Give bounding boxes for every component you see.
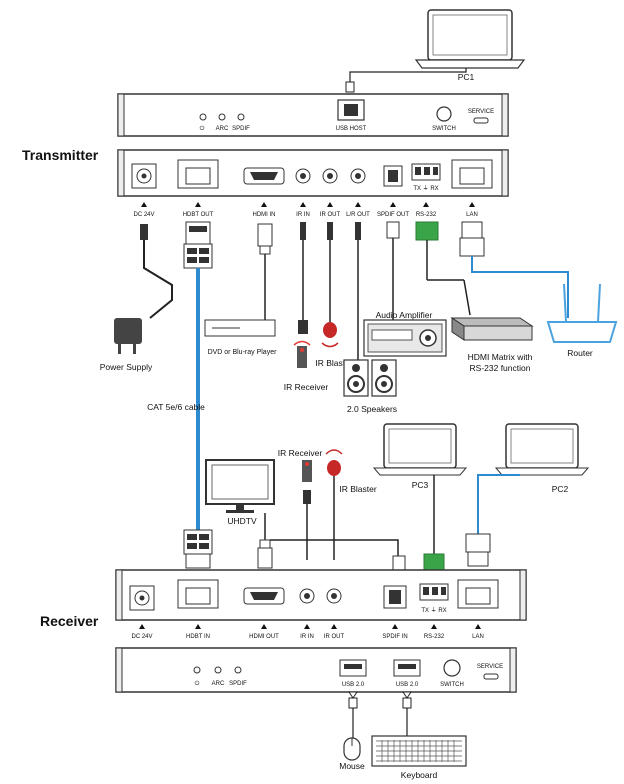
power-supply-icon: [114, 224, 173, 354]
hdbt-tx-connector-icon: [183, 221, 213, 269]
spdif-led-icon: [237, 113, 245, 121]
pc3-laptop: [372, 423, 468, 476]
router-icon: [546, 283, 618, 343]
cat-cable-label: CAT 5e/6 cable: [147, 402, 205, 412]
pc2-label: PC2: [552, 484, 569, 494]
transmitter-heading: Transmitter: [22, 147, 99, 163]
ir-in-tx-cable: [298, 222, 308, 334]
tx-front-arc: ARC: [216, 126, 229, 132]
hdmi-matrix-label-2: RS-232 function: [470, 363, 531, 373]
ir-blaster-rx-label: IR Blaster: [339, 484, 376, 494]
rx-front-switch: SWITCH: [440, 682, 464, 688]
lan-rx-cable: [465, 474, 520, 567]
hdmi-matrix-label-1: HDMI Matrix with: [468, 352, 533, 362]
rs232-tx-cable: [415, 221, 471, 316]
spdif-out-cable: [386, 221, 400, 320]
rx-front-usb2: USB 2.0: [396, 682, 419, 688]
tx-front-switch: SWITCH: [432, 126, 456, 132]
rx-service-port-icon: [483, 673, 499, 680]
tx-back-spdif-out: SPDIF OUT: [377, 212, 409, 218]
rx-back-dc: DC 24V: [131, 634, 152, 640]
rx-back-lan: LAN: [472, 634, 484, 640]
receiver-back-panel: [115, 569, 527, 621]
tx-back-ir-out: IR OUT: [320, 212, 341, 218]
uhdtv-label: UHDTV: [227, 516, 257, 526]
rx-power-led-icon: [193, 666, 201, 674]
hdmi-tx-cable: [257, 223, 273, 320]
ir-receiver-tx-label: IR Receiver: [284, 382, 329, 392]
rx-back-txrx: TX ⏚ RX: [421, 607, 446, 614]
rx-spdif-led-icon: [234, 666, 242, 674]
transmitter-back-panel: [117, 149, 509, 197]
tx-back-hdmi: HDMI IN: [253, 212, 276, 218]
hdmi-rx-cable: [257, 513, 273, 569]
tx-back-rs232: RS-232: [416, 212, 437, 218]
pc1-laptop: [414, 9, 526, 69]
router-label: Router: [567, 348, 593, 358]
ir-out-tx-cable: [321, 222, 339, 348]
mouse-icon: [343, 737, 361, 761]
audio-amplifier-label: Audio Amplifier: [376, 310, 433, 320]
keyboard-cable: [402, 691, 412, 736]
rx-switch-button-icon: [443, 659, 461, 677]
pc3-label: PC3: [412, 480, 429, 490]
rx-back-ir-out: IR OUT: [324, 634, 345, 640]
rx-back-spdif-in: SPDIF IN: [382, 634, 407, 640]
transmitter-front-panel: ⏻: [117, 93, 509, 137]
hdbt-rx-connector-icon: [183, 529, 213, 569]
receiver-heading: Receiver: [40, 613, 99, 629]
rx-back-hdmi: HDMI OUT: [249, 634, 279, 640]
rx-front-arc: ARC: [212, 681, 225, 687]
uhdtv-icon: [205, 459, 275, 513]
tx-back-lr-out: L/R OUT: [346, 212, 370, 218]
audio-amplifier-icon: [363, 319, 447, 357]
keyboard-icon: [371, 735, 467, 767]
power-supply-label: Power Supply: [100, 362, 153, 372]
pc1-label: PC1: [458, 72, 475, 82]
usb-cable-pc1: [349, 68, 467, 82]
svg-text:⏻: ⏻: [195, 680, 200, 687]
rx-back-rs232: RS-232: [424, 634, 445, 640]
tx-front-usb-host: USB HOST: [336, 126, 367, 132]
receiver-front-panel: ⏻: [115, 647, 517, 693]
tx-front-spdif: SPDIF: [232, 126, 250, 132]
rx-front-service: SERVICE: [477, 664, 503, 670]
usb-plug-icon: [345, 81, 355, 93]
rx-back-hdbt: HDBT IN: [186, 634, 210, 640]
ir-receiver-rx-label: IR Receiver: [278, 448, 323, 458]
lr-out-cable: [355, 222, 361, 360]
ir-receiver-tx-icon: [293, 340, 311, 368]
speakers-icon: [343, 359, 397, 397]
tx-back-hdbt: HDBT OUT: [183, 212, 214, 218]
tx-front-service: SERVICE: [468, 109, 494, 115]
pc2-laptop: [494, 423, 590, 476]
rx-back-arrows: [139, 624, 481, 629]
keyboard-label: Keyboard: [401, 770, 438, 780]
dvd-label: DVD or Blu-ray Player: [208, 349, 278, 356]
rx-front-spdif: SPDIF: [229, 681, 247, 687]
tx-back-dc: DC 24V: [133, 212, 154, 218]
arc-led-icon: [218, 113, 226, 121]
lan-tx-cable: [459, 221, 569, 318]
mouse-cable: [348, 691, 358, 738]
tx-back-lan: LAN: [466, 212, 478, 218]
ir-receiver-rx-icon: [302, 460, 312, 560]
service-port-icon: [473, 117, 489, 124]
ir-blaster-rx-icon: [325, 449, 343, 560]
power-symbol: ⏻: [200, 125, 205, 132]
power-led-icon: [199, 113, 207, 121]
tx-back-txrx: TX ⏚ RX: [413, 185, 438, 192]
dvd-player-icon: [204, 319, 276, 337]
hdmi-matrix-icon: [450, 317, 534, 341]
speakers-label: 2.0 Speakers: [347, 404, 397, 414]
rx-arc-led-icon: [214, 666, 222, 674]
rx-back-ir-in: IR IN: [300, 634, 314, 640]
switch-button-icon: [436, 106, 452, 122]
tx-back-ir-in: IR IN: [296, 212, 310, 218]
rx-front-usb1: USB 2.0: [342, 682, 365, 688]
ir-blaster-tx-label: IR Blaster: [315, 358, 352, 368]
tx-back-arrows: [141, 202, 475, 207]
mouse-label: Mouse: [339, 761, 365, 771]
